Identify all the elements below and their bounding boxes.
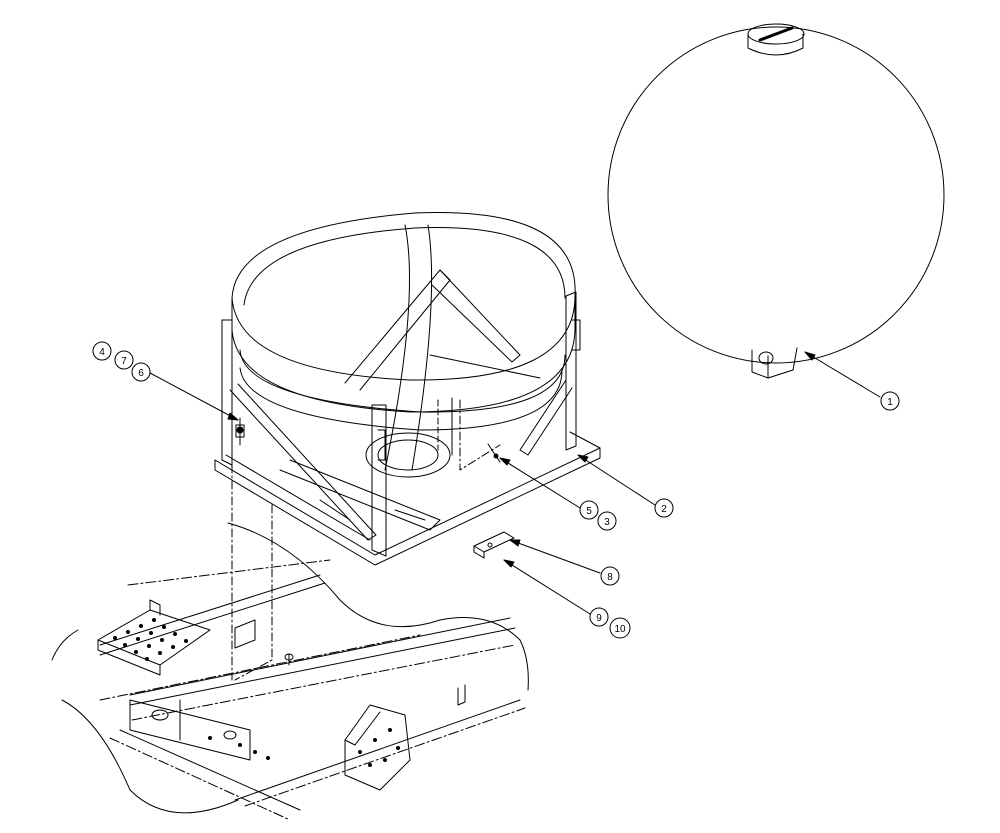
leader-6 bbox=[149, 372, 239, 421]
bolt-set-center bbox=[487, 443, 501, 463]
callout-5: 5 bbox=[579, 500, 599, 520]
chassis-mounting-bracket bbox=[344, 704, 411, 791]
callout-4-label: 4 bbox=[99, 347, 105, 358]
callout-3-label: 3 bbox=[604, 517, 610, 528]
bolt-set-left bbox=[235, 417, 245, 446]
chassis-break-line bbox=[227, 522, 529, 691]
callout-2: 2 bbox=[654, 498, 674, 518]
callout-9-label: 9 bbox=[596, 613, 602, 624]
angle-bracket bbox=[473, 531, 515, 559]
leader-1 bbox=[804, 351, 881, 398]
tank-bottom-outlet bbox=[751, 347, 798, 379]
callout-1-label: 1 bbox=[887, 397, 893, 408]
callout-8: 8 bbox=[600, 566, 620, 586]
callout-2-label: 2 bbox=[661, 504, 667, 515]
tank-fill-cap bbox=[747, 23, 805, 56]
callout-balloons: 4 7 6 1 5 3 2 8 bbox=[92, 341, 900, 639]
callout-7-label: 7 bbox=[121, 356, 127, 367]
perforated-step-plate bbox=[97, 599, 211, 676]
callout-4: 4 bbox=[92, 341, 112, 361]
leader-9 bbox=[503, 559, 591, 615]
callout-9: 9 bbox=[589, 607, 609, 627]
callout-3: 3 bbox=[597, 511, 617, 531]
ring-top-edge bbox=[231, 212, 576, 299]
callout-5-label: 5 bbox=[586, 506, 592, 517]
chassis-bolt bbox=[284, 653, 294, 666]
hardware-parts bbox=[235, 417, 515, 559]
assembly-lines bbox=[231, 399, 501, 681]
leader-lines bbox=[149, 351, 881, 615]
spherical-tank bbox=[607, 23, 945, 379]
callout-8-label: 8 bbox=[607, 572, 613, 583]
leader-2 bbox=[577, 454, 656, 506]
base-platform bbox=[214, 431, 601, 556]
callout-6-label: 6 bbox=[138, 368, 144, 379]
tank-outline bbox=[607, 26, 945, 364]
callout-1: 1 bbox=[880, 391, 900, 411]
callout-10: 10 bbox=[609, 617, 631, 639]
cradle-frame bbox=[214, 212, 601, 566]
callout-7: 7 bbox=[114, 350, 134, 370]
callout-10-label: 10 bbox=[614, 624, 626, 635]
trailer-chassis bbox=[51, 522, 529, 821]
leader-5 bbox=[499, 457, 581, 509]
leader-8 bbox=[509, 539, 601, 574]
callout-6: 6 bbox=[131, 362, 151, 382]
